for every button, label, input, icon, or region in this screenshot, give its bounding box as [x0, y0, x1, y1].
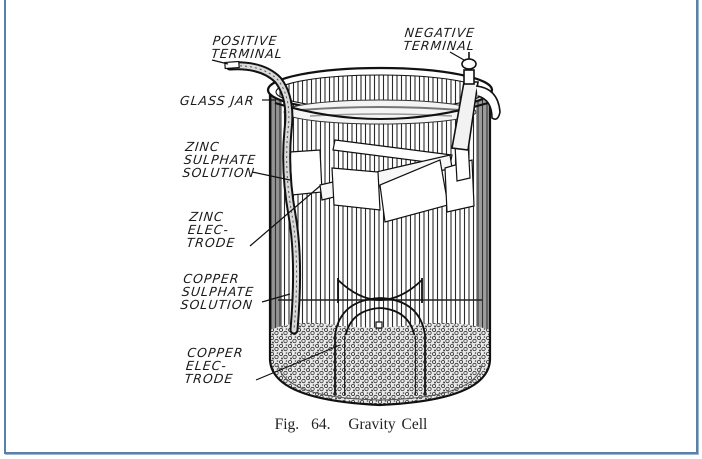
label-positive-terminal: POSITIVE TERMINAL [210, 33, 284, 61]
figure-caption: Fig. 64. Gravity Cell [0, 416, 702, 434]
caption-title: Gravity Cell [348, 416, 428, 433]
caption-number: 64. [311, 416, 331, 433]
label-zinc-electrode: ZINC ELEC- TRODE [185, 209, 237, 250]
label-zinc-sulphate-solution: ZINC SULPHATE SOLUTION [181, 139, 257, 180]
label-copper-sulphate-solution: COPPER SULPHATE SOLUTION [179, 271, 255, 312]
label-glass-jar: GLASS JAR [179, 93, 256, 108]
label-copper-electrode: COPPER ELEC- TRODE [183, 345, 245, 386]
caption-prefix: Fig. [274, 416, 300, 433]
label-negative-terminal: NEGATIVE TERMINAL [402, 25, 476, 53]
